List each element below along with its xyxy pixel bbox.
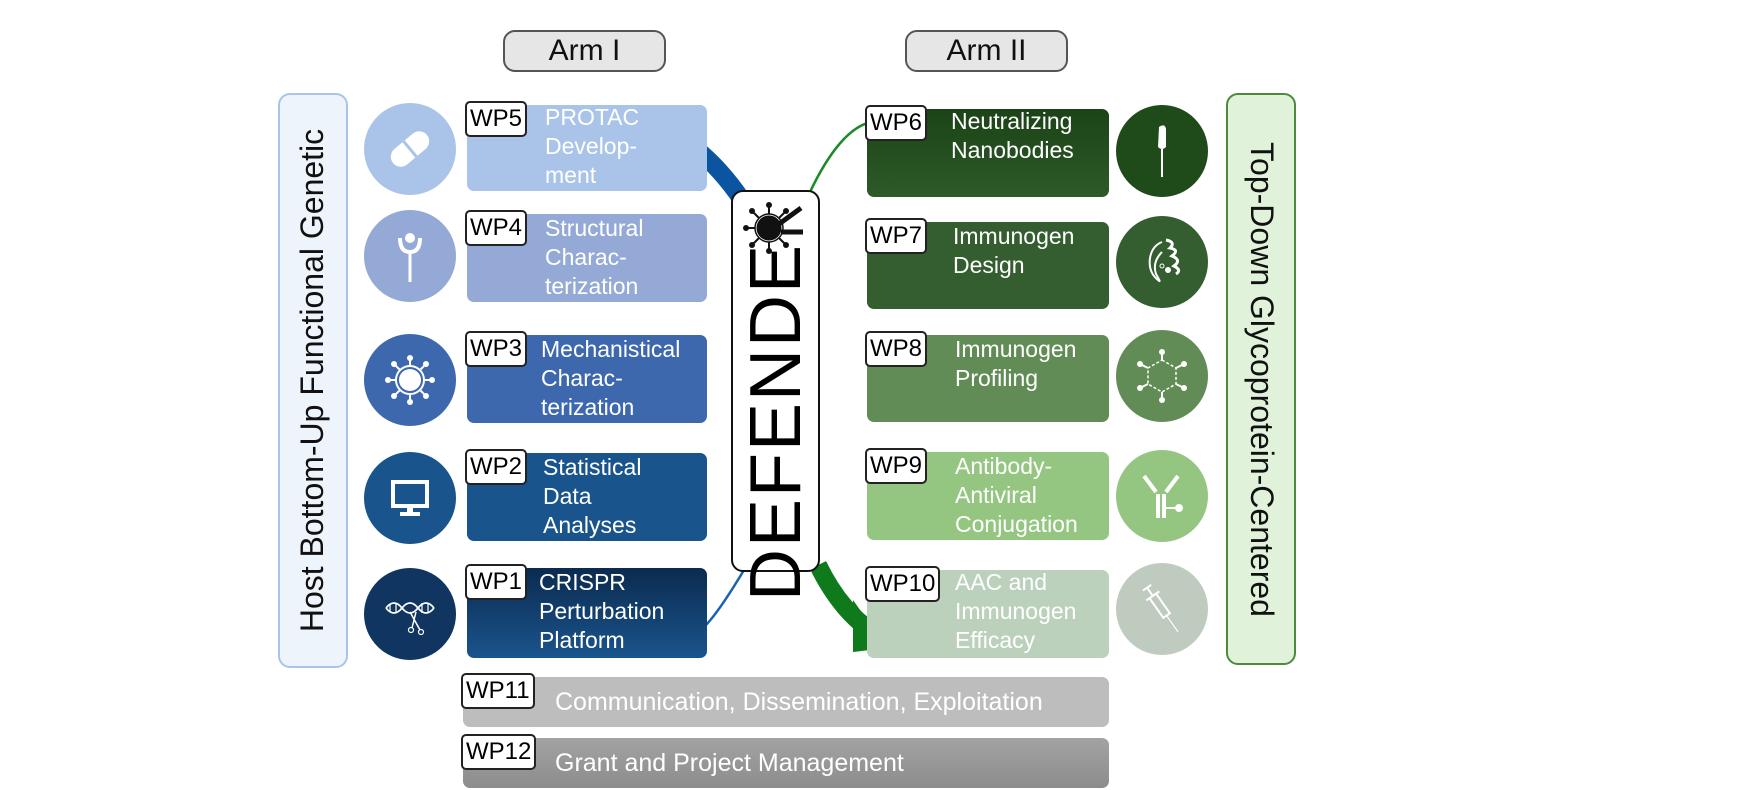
wp5-title-line-1: PROTAC <box>545 104 640 130</box>
wp4-title-line-2: Charac- <box>545 244 627 270</box>
syringe-icon <box>1116 563 1208 655</box>
wp9-tag: WP9 <box>865 448 928 484</box>
wp2-title-line-2: Data <box>543 483 592 509</box>
wp1-title-line-3: Platform <box>539 627 625 653</box>
nanobody-icon <box>1116 105 1208 197</box>
arm-1-header: Arm I <box>503 30 666 72</box>
wp4-title-line-3: terization <box>545 273 639 299</box>
wp4-tag: WP4 <box>465 210 528 246</box>
wp10-title-line-3: Efficacy <box>955 627 1036 653</box>
arrow-to-wp10 <box>809 560 876 638</box>
wp9-title-line-2: Antiviral <box>955 482 1037 508</box>
wp10-card[interactable]: WP10 AAC and Immunogen Efficacy <box>865 566 1109 658</box>
wp6-title-line-1: Neutralizing <box>951 108 1073 134</box>
monitor-icon <box>364 452 456 544</box>
wp11-title: Communication, Dissemination, Exploitati… <box>555 688 1043 716</box>
virus-laser-icon <box>743 202 803 254</box>
wp8-tag: WP8 <box>865 331 928 367</box>
wp8-title-line-1: Immunogen <box>955 336 1077 362</box>
wp10-title-line-2: Immunogen <box>955 598 1077 624</box>
wp5-tag: WP5 <box>465 101 528 137</box>
glycan-ring-icon <box>1116 330 1208 422</box>
wp2-card[interactable]: WP2 Statistical Data Analyses <box>465 449 707 541</box>
right-approach-label: Top-Down Glycoprotein-Centered <box>1226 93 1296 665</box>
wp3-title-line-1: Mechanistical <box>541 336 681 362</box>
wp8-card[interactable]: WP8 Immunogen Profiling <box>865 331 1109 422</box>
wp2-title-line-3: Analyses <box>543 512 637 538</box>
wp7-title-line-1: Immunogen <box>953 223 1075 249</box>
wp5-title-line-3: ment <box>545 162 597 188</box>
wp12-title: Grant and Project Management <box>555 749 904 777</box>
wp9-title-line-3: Conjugation <box>955 511 1078 537</box>
wp7-tag: WP7 <box>865 218 928 254</box>
left-approach-label: Host Bottom-Up Functional Genetic <box>278 93 348 668</box>
wp12-card[interactable]: WP12 Grant and Project Management <box>461 734 1109 788</box>
wp8-title-line-2: Profiling <box>955 365 1039 391</box>
wp3-tag: WP3 <box>465 331 528 367</box>
protein-structure-icon <box>364 210 456 302</box>
wp10-title-line-1: AAC and <box>955 569 1048 595</box>
wp9-card[interactable]: WP9 Antibody- Antiviral Conjugation <box>865 448 1109 540</box>
wp11-tag: WP11 <box>461 673 535 709</box>
defende-center-box: DEFENDE <box>731 190 820 601</box>
dna-scissors-icon <box>364 568 456 660</box>
wp7-title-line-2: Design <box>953 252 1025 278</box>
wp3-title-line-3: terization <box>541 394 635 420</box>
connector-wp6 <box>808 121 869 193</box>
wp1-title-line-2: Perturbation <box>539 598 665 624</box>
wp3-card[interactable]: WP3 Mechanistical Charac- terization <box>465 331 707 423</box>
wp12-tag: WP12 <box>461 734 537 770</box>
wp1-card[interactable]: WP1 CRISPR Perturbation Platform <box>465 564 707 658</box>
wp4-title-line-1: Structural <box>545 215 644 241</box>
wp6-tag: WP6 <box>865 105 928 141</box>
arm-2-header: Arm II <box>905 30 1068 72</box>
wp4-card[interactable]: WP4 Structural Charac- terization <box>465 210 707 302</box>
wp11-card[interactable]: WP11 Communication, Dissemination, Explo… <box>461 673 1109 727</box>
left-approach-text: Host Bottom-Up Functional Genetic <box>294 128 331 633</box>
wp1-tag: WP1 <box>465 564 528 600</box>
wp6-card[interactable]: WP6 Neutralizing Nanobodies <box>865 105 1109 197</box>
wp7-card[interactable]: WP7 Immunogen Design <box>865 218 1109 309</box>
wp5-card[interactable]: WP5 PROTAC Develop- ment <box>465 101 707 191</box>
wp2-title-line-1: Statistical <box>543 454 642 480</box>
protein-fold-icon <box>1116 216 1208 308</box>
wp6-title-line-2: Nanobodies <box>951 137 1074 163</box>
wp2-tag: WP2 <box>465 449 528 485</box>
wp5-title-line-2: Develop- <box>545 133 638 159</box>
defende-title: DEFENDE <box>735 242 816 602</box>
wp10-tag: WP10 <box>865 566 941 602</box>
pill-icon <box>364 103 456 195</box>
virus-icon <box>364 334 456 426</box>
wp3-title-line-2: Charac- <box>541 365 623 391</box>
antibody-conjugate-icon <box>1116 450 1208 542</box>
wp9-title-line-1: Antibody- <box>955 453 1053 479</box>
right-approach-text: Top-Down Glycoprotein-Centered <box>1243 141 1280 617</box>
wp1-title-line-1: CRISPR <box>539 569 626 595</box>
